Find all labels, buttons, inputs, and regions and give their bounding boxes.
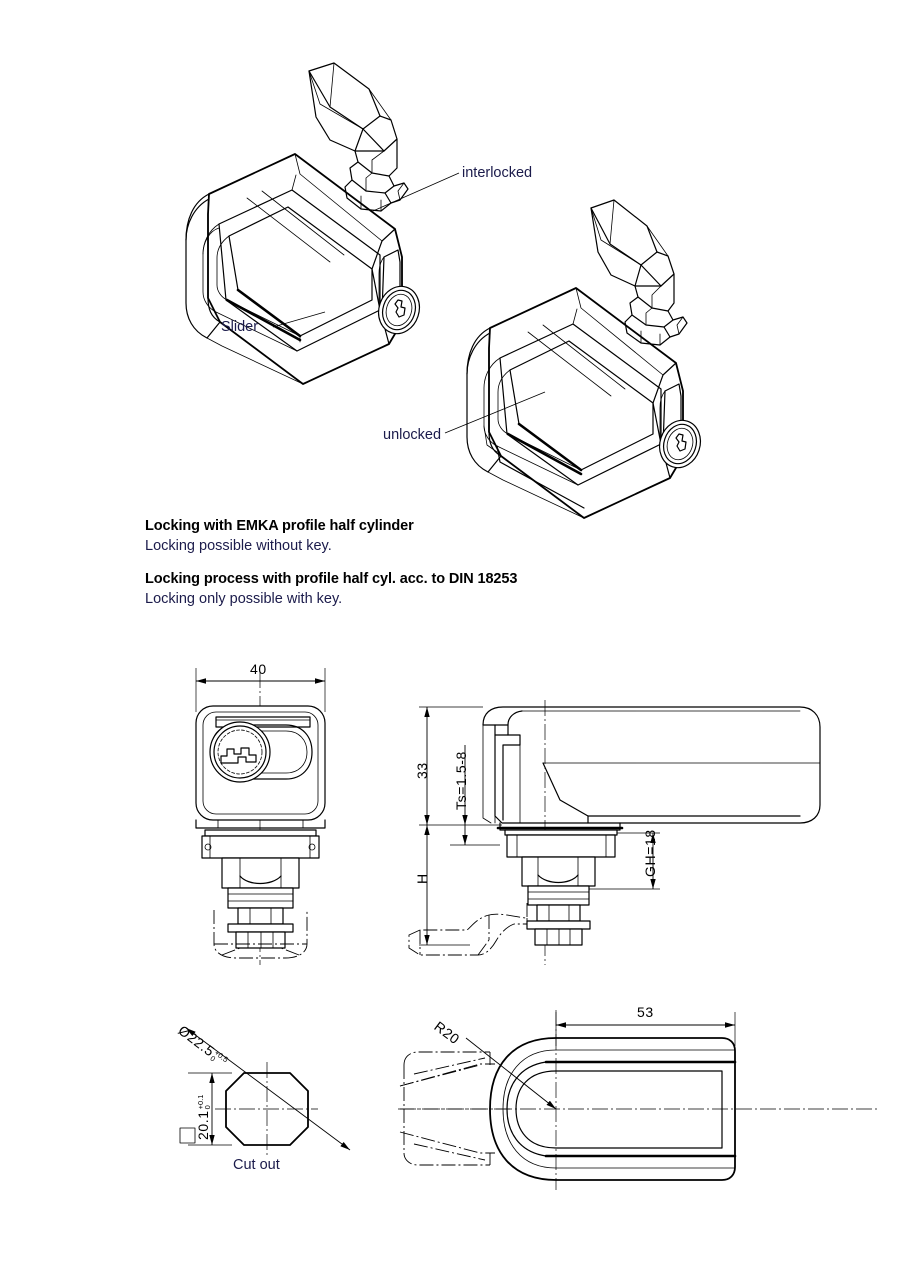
dimension-ts: Ts=1.5-8 xyxy=(453,751,469,810)
top-view-drawing xyxy=(398,1010,880,1190)
dimension-gh-18: GH=18 xyxy=(642,829,658,877)
iso-lock-interlocked xyxy=(185,62,460,385)
front-view-drawing xyxy=(195,668,326,965)
dimension-height-33: 33 xyxy=(414,762,430,779)
cut-out-drawing xyxy=(179,1027,351,1156)
dimension-square-group: 20.1 +0.1 0 xyxy=(195,1095,213,1140)
dimension-width-40: 40 xyxy=(250,661,267,677)
description-heading-1: Locking with EMKA profile half cylinder xyxy=(145,518,414,534)
callout-label-slider: Slider xyxy=(221,319,259,335)
dimension-square-value: 20.1 xyxy=(195,1110,211,1140)
callout-label-interlocked: interlocked xyxy=(462,165,533,181)
side-view-drawing xyxy=(408,700,821,965)
description-block-din: Locking process with profile half cyl. a… xyxy=(145,571,785,608)
description-sub-2: Locking only possible with key. xyxy=(145,591,343,607)
callout-label-unlocked: unlocked xyxy=(383,427,442,443)
dimension-h: H xyxy=(414,873,430,884)
description-block-cylinder: Locking with EMKA profile half cylinder … xyxy=(145,518,785,555)
description-sub-1: Locking possible without key. xyxy=(145,538,332,554)
dimension-square-tol-lower: 0 xyxy=(202,1105,212,1110)
iso-lock-unlocked xyxy=(444,199,702,519)
dimension-length-53: 53 xyxy=(637,1004,654,1020)
cut-out-caption: Cut out xyxy=(233,1157,280,1173)
description-heading-2: Locking process with profile half cyl. a… xyxy=(145,571,518,587)
